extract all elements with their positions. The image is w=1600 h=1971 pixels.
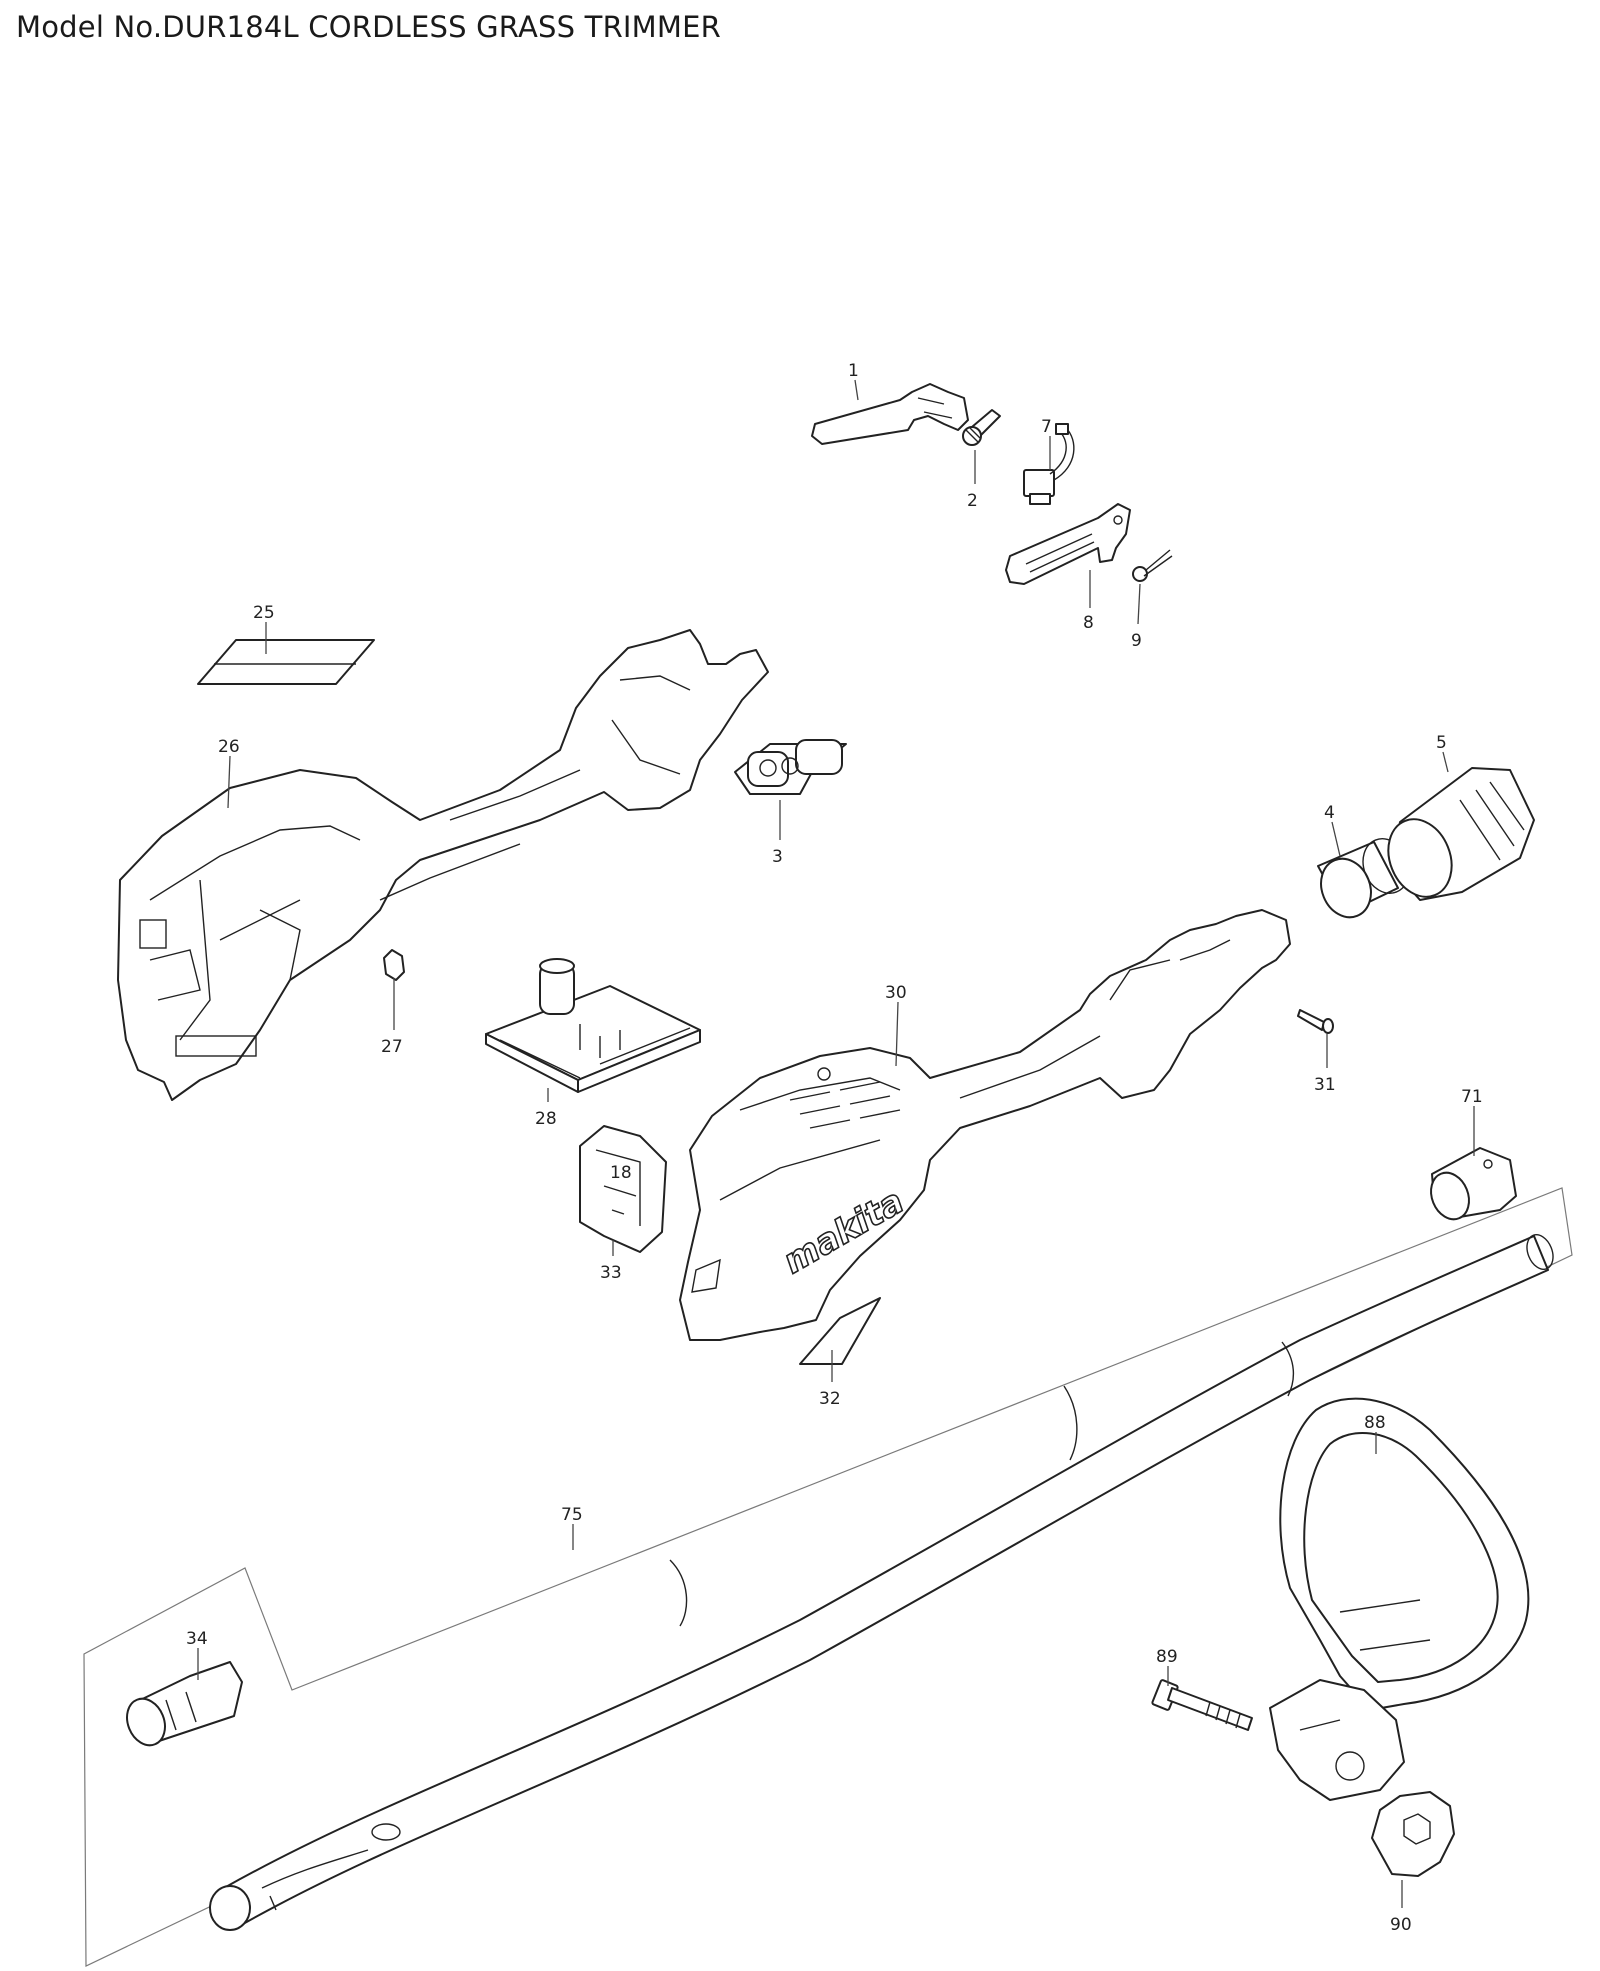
callout-32: 32	[819, 1389, 841, 1409]
part-4-sleeve	[1317, 838, 1410, 919]
part-27-pin	[383, 949, 405, 981]
part-9-torsion-spring	[1132, 549, 1173, 582]
callout-9: 9	[1131, 631, 1142, 651]
part-8-switch-lever	[1005, 503, 1131, 585]
part-5-clamp-knob	[1387, 767, 1535, 901]
part-89-bolt	[1151, 1679, 1253, 1731]
callout-labels: 1 2 3 4 5 7 8 9 25 26 27 28 30 31 32 33 …	[186, 361, 1483, 1935]
part-75-shaft	[209, 1234, 1554, 1931]
callout-25: 25	[253, 603, 275, 623]
callout-71: 71	[1461, 1087, 1483, 1107]
shaft-group-frame	[83, 1187, 1573, 1967]
callout-1: 1	[848, 361, 859, 381]
callout-8: 8	[1083, 613, 1094, 633]
part-7-switch	[1023, 423, 1075, 505]
callout-2: 2	[967, 491, 978, 511]
part-90-knob	[1371, 1791, 1455, 1877]
callout-7: 7	[1041, 417, 1052, 437]
leader-lines	[197, 379, 1475, 1908]
part-28-controller	[485, 958, 701, 1093]
terminal-voltage-marking: 18	[610, 1163, 632, 1183]
part-34-shaft-cap	[126, 1661, 243, 1747]
callout-26: 26	[218, 737, 240, 757]
callout-90: 90	[1390, 1915, 1412, 1935]
part-33-terminal: 18	[579, 1125, 667, 1253]
part-31-screw	[1297, 1009, 1334, 1034]
part-26-housing-left	[117, 629, 769, 1101]
callout-88: 88	[1364, 1413, 1386, 1433]
callout-31: 31	[1314, 1075, 1336, 1095]
callout-27: 27	[381, 1037, 403, 1057]
callout-4: 4	[1324, 803, 1335, 823]
part-88-loop-handle	[1269, 1397, 1530, 1801]
callout-3: 3	[772, 847, 783, 867]
callout-33: 33	[600, 1263, 622, 1283]
part-2-spring	[962, 409, 1001, 446]
part-30-housing-right: makita	[679, 909, 1291, 1341]
page-title: Model No.DUR184L CORDLESS GRASS TRIMMER	[16, 10, 721, 44]
part-3-seal	[734, 739, 847, 795]
part-25-label	[197, 639, 375, 685]
callout-75: 75	[561, 1505, 583, 1525]
callout-30: 30	[885, 983, 907, 1003]
callout-28: 28	[535, 1109, 557, 1129]
part-1-lock-lever	[811, 383, 969, 445]
callout-5: 5	[1436, 733, 1447, 753]
part-71-coupling	[1430, 1147, 1517, 1221]
part-32-label	[799, 1297, 881, 1365]
callout-89: 89	[1156, 1647, 1178, 1667]
callout-34: 34	[186, 1629, 208, 1649]
